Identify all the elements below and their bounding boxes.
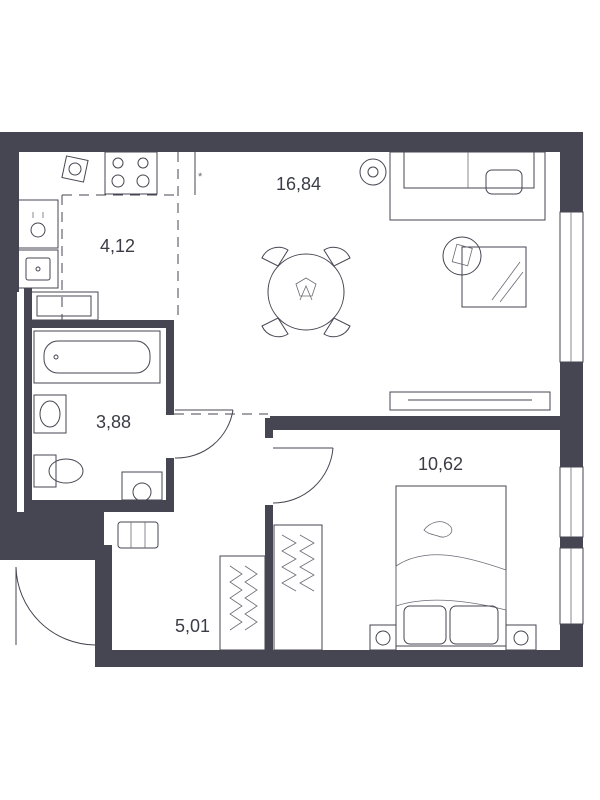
bathroom-fixtures (33, 330, 163, 502)
floor-lamp-icon (359, 158, 387, 186)
kitchen-sink (25, 257, 51, 281)
stovetop-pot-icon (61, 155, 89, 183)
area-label-bathroom: 3,88 (96, 412, 131, 432)
cat-icon (423, 521, 453, 538)
nightstand-left (369, 624, 397, 651)
area-labels: 16,84 4,12 3,88 10,62 5,01 (96, 174, 463, 636)
nightstand-right (505, 624, 537, 651)
window-living (559, 211, 584, 363)
bedroom-wardrobe (273, 524, 323, 651)
pillow-right (449, 605, 499, 645)
hallway-wardrobe (219, 555, 266, 651)
fridge (29, 291, 99, 321)
toilet (48, 458, 84, 484)
washbasin (33, 394, 67, 434)
doors (15, 409, 334, 646)
bedroom-furniture (273, 425, 537, 651)
coffee-table (442, 236, 482, 276)
area-label-living: 16,84 (276, 174, 321, 194)
bedroom-door (272, 447, 334, 504)
dining-table (267, 253, 345, 331)
area-label-kitchen: 4,12 (100, 236, 135, 256)
windows (559, 211, 584, 625)
area-label-hallway: 5,01 (175, 616, 210, 636)
washing-machine (121, 471, 163, 501)
area-label-bedroom: 10,62 (418, 454, 463, 474)
stove (104, 151, 158, 195)
tv-stand (389, 391, 551, 411)
window-bedroom-1 (559, 466, 584, 538)
toilet-cistern (33, 454, 57, 488)
cushion (485, 169, 523, 195)
dining-chairs (261, 246, 351, 338)
plant-icon: * (198, 171, 203, 183)
zone-dividers (61, 152, 268, 415)
bathroom-door (174, 409, 234, 459)
hallway-furniture (117, 521, 266, 651)
bench (117, 521, 159, 549)
bathtub (33, 330, 161, 384)
entrance-door (15, 566, 96, 646)
living-furniture (261, 151, 551, 411)
blanket (395, 554, 507, 611)
pillow-left (403, 605, 447, 645)
window-bedroom-2 (559, 547, 584, 625)
kitchen-sink-tap (30, 222, 46, 238)
walls (0, 132, 583, 667)
kitchen-furniture: * (17, 151, 203, 321)
rug (461, 246, 527, 308)
